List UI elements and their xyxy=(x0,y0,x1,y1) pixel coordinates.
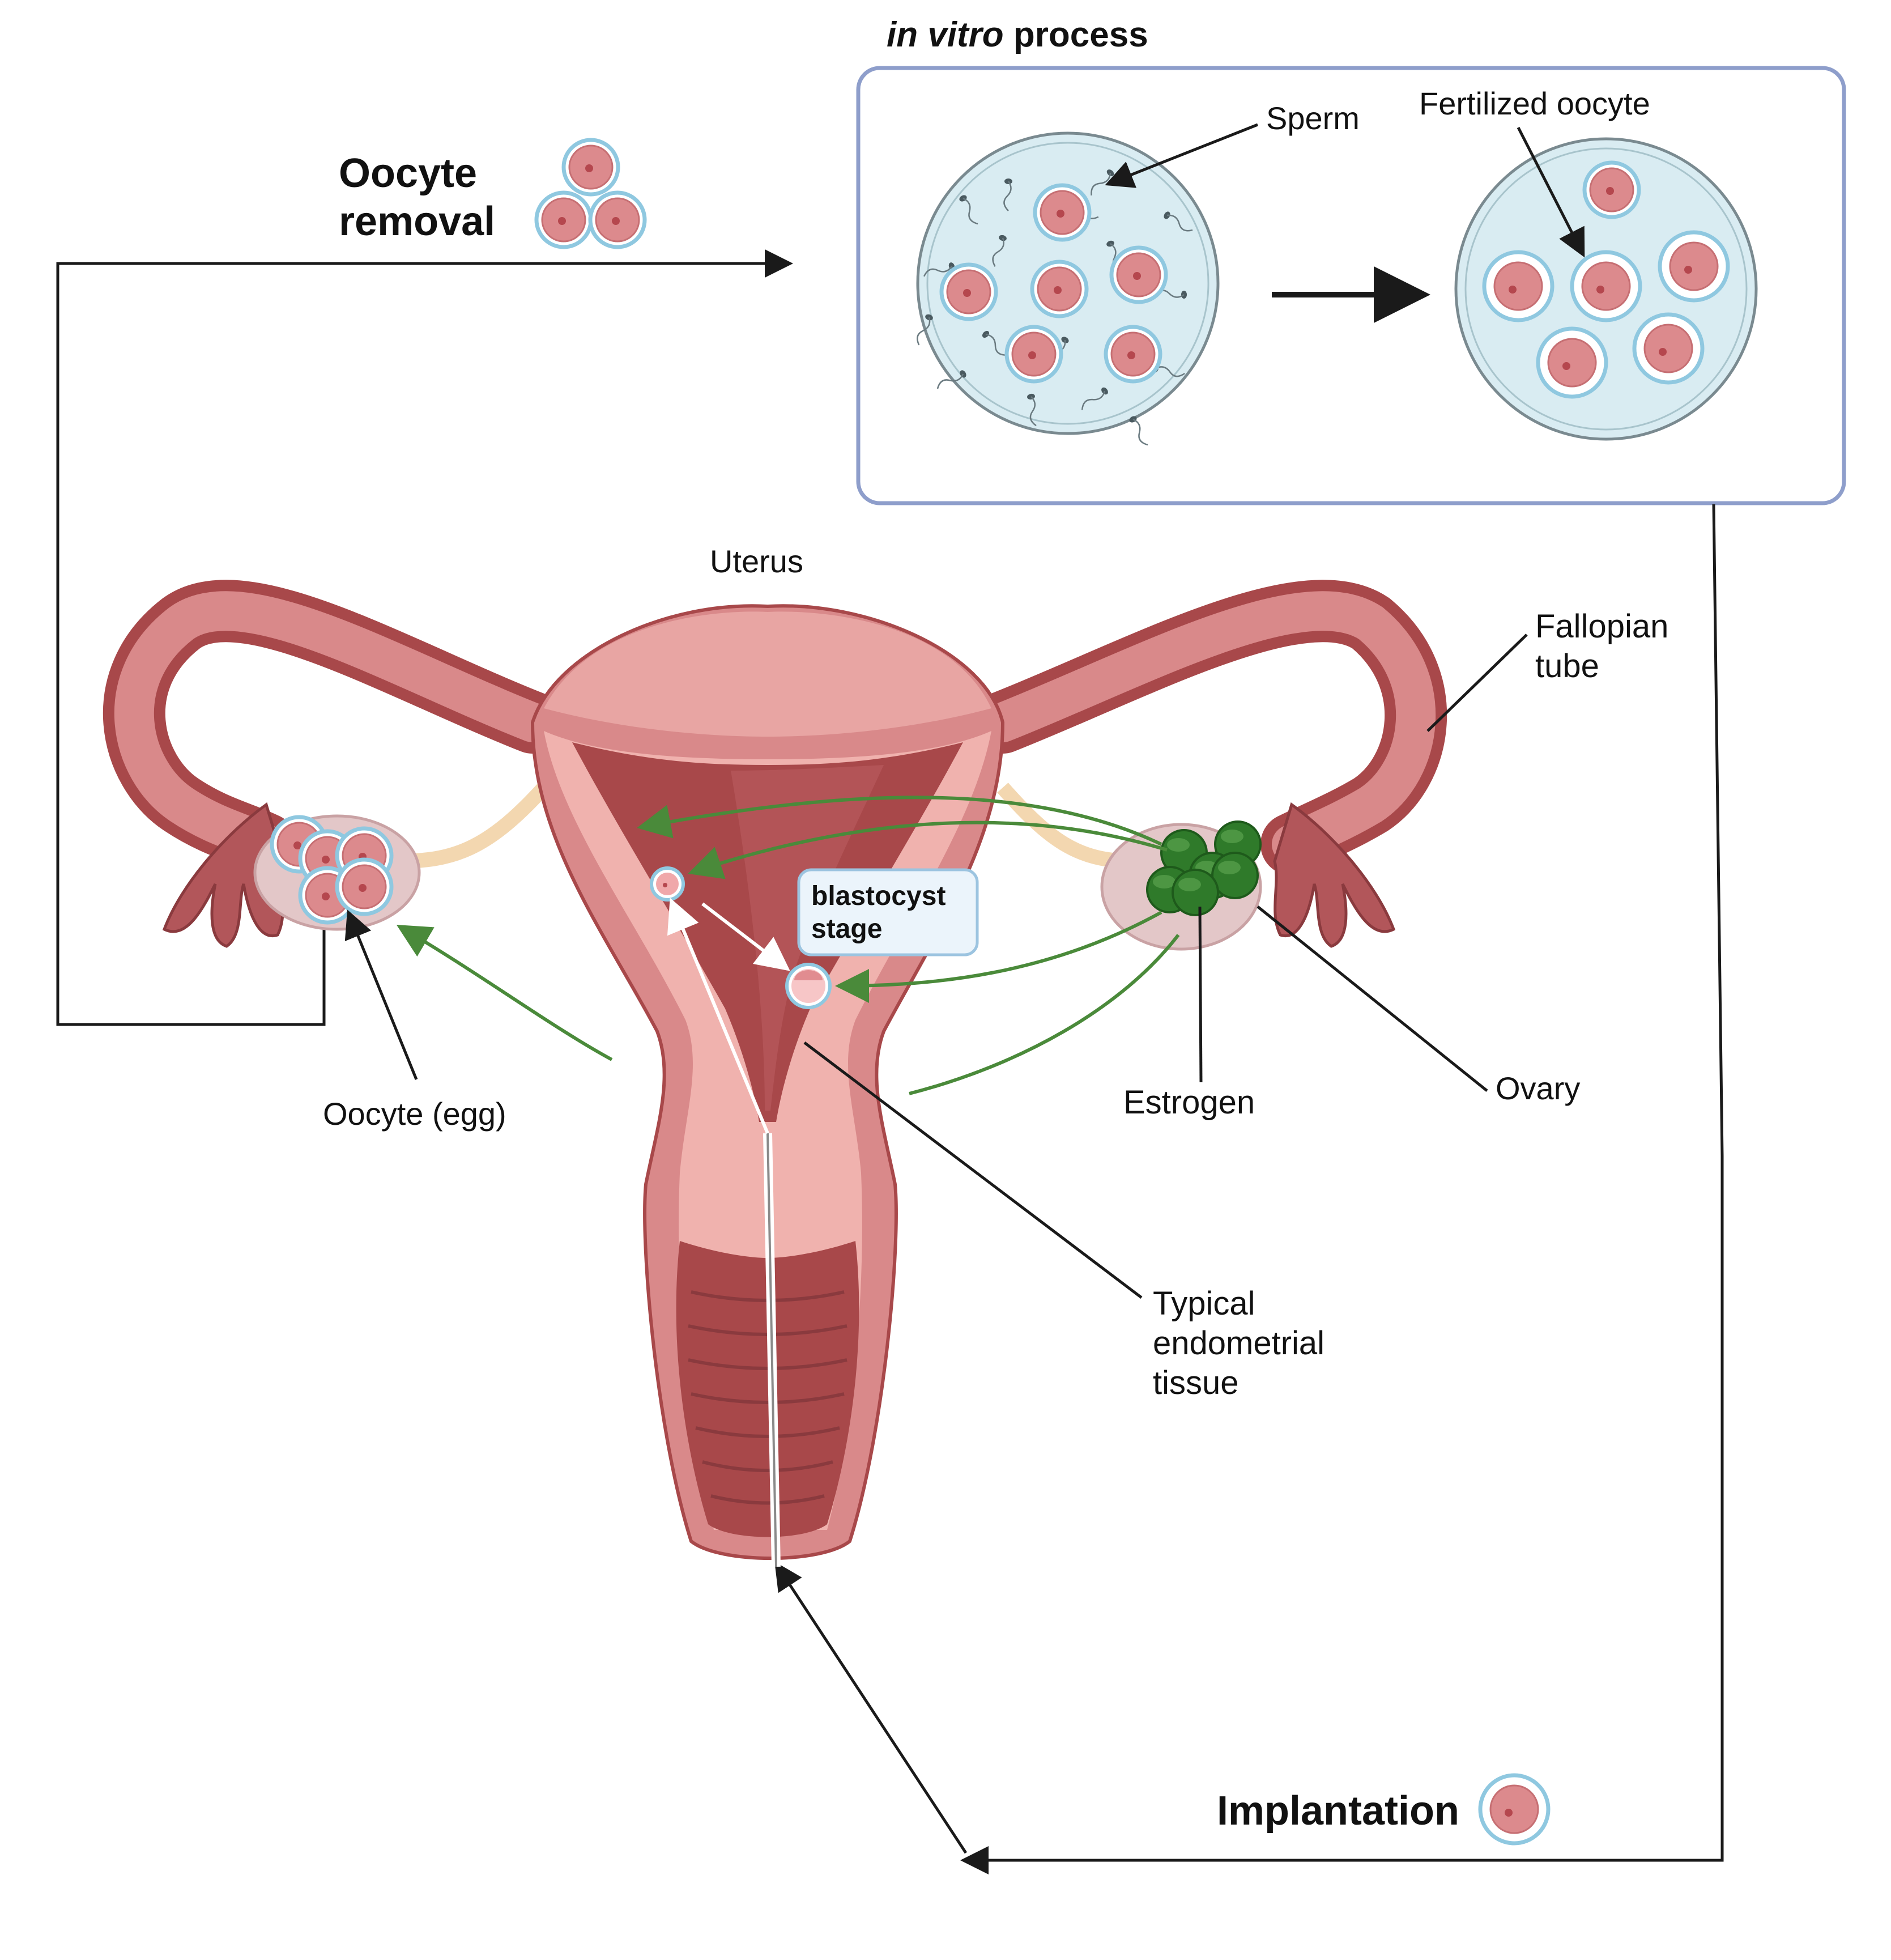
fallopian-tube-label: Fallopian tube xyxy=(1535,608,1678,684)
blastocyst-callout xyxy=(797,868,979,956)
embryo-early xyxy=(650,866,685,902)
oocyte-egg-label: Oocyte (egg) xyxy=(323,1096,506,1132)
implantation-label: Implantation xyxy=(1217,1788,1459,1834)
petri-dish-sperm xyxy=(914,131,1220,448)
implantation-pointer xyxy=(774,1561,968,1854)
fertilized-oocyte-pointer xyxy=(1517,126,1585,258)
removed-oocytes-cluster xyxy=(536,140,645,247)
ovary-label: Ovary xyxy=(1496,1070,1580,1106)
implantation-catheter-arrow xyxy=(667,898,769,1134)
petri-dish-fertilized xyxy=(1454,137,1758,441)
endometrial-tissue-label: Typical endometrial tissue xyxy=(1153,1285,1334,1401)
in-vitro-title: in vitro process xyxy=(887,15,1148,54)
estrogen-pointer xyxy=(1198,906,1203,1083)
implantation-oocyte xyxy=(1480,1775,1548,1843)
oocyte-removal-label: Oocyte removal xyxy=(339,151,495,244)
blastocyst-label: blastocyst stage xyxy=(811,881,953,944)
estrogen-label: Estrogen xyxy=(1123,1084,1255,1121)
blastocyst-development-arrow xyxy=(701,902,790,971)
implantation-flow-line xyxy=(960,504,1724,1874)
embryo-blastocyst xyxy=(785,963,832,1009)
estrogen-arrows xyxy=(396,796,1180,1095)
oocyte-removal-flow-line xyxy=(56,249,793,1026)
endometrial-tissue-pointer xyxy=(803,1041,1143,1299)
fertilized-oocyte-label: Fertilized oocyte xyxy=(1419,86,1650,121)
sperm-label: Sperm xyxy=(1266,100,1360,136)
ovary-pointer xyxy=(1257,905,1488,1092)
right-ovary xyxy=(1100,820,1262,951)
left-ovary xyxy=(253,814,421,931)
sperm-pointer xyxy=(1105,123,1258,188)
fallopian-tube-pointer xyxy=(1426,634,1528,732)
uterus-label: Uterus xyxy=(710,543,803,579)
oocyte-egg-pointer xyxy=(344,909,418,1080)
